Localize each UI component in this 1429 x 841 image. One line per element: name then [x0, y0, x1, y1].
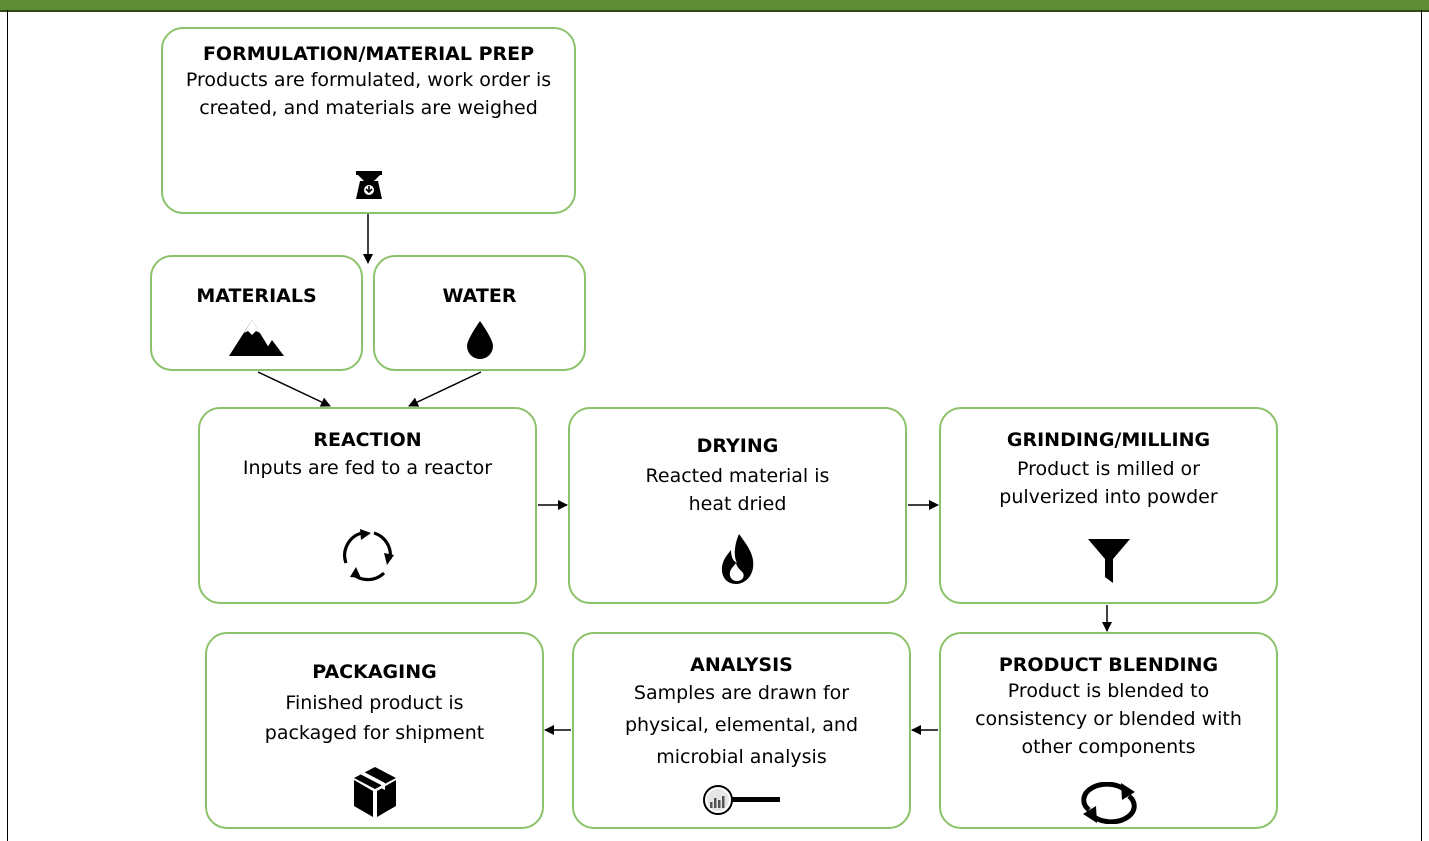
step-formulation: FORMULATION/MATERIAL PREP Products are f…: [161, 27, 576, 214]
step-grinding: GRINDING/MILLING Product is milled or pu…: [939, 407, 1278, 604]
step-description: Samples are drawn for physical, elementa…: [624, 682, 859, 768]
step-reaction: REACTION Inputs are fed to a reactor: [198, 407, 537, 604]
arrow-water-to-reaction: [408, 371, 482, 407]
fire-icon: [719, 533, 757, 585]
step-blending: PRODUCT BLENDING Product is blended to c…: [939, 632, 1278, 829]
mountain-icon: [228, 317, 286, 357]
water-drop-icon: [465, 319, 495, 359]
funnel-icon: [1087, 537, 1131, 585]
step-drying: DRYING Reacted material is heat dried: [568, 407, 907, 604]
box-icon: [352, 766, 398, 818]
step-analysis: ANALYSIS Samples are drawn for physical,…: [572, 632, 911, 829]
input-materials: MATERIALS: [150, 255, 363, 371]
cycle-arrows-icon: [338, 525, 398, 585]
step-title: ANALYSIS: [690, 654, 793, 676]
step-description: Finished product is packaged for shipmen…: [264, 692, 485, 744]
step-description: Inputs are fed to a reactor: [242, 457, 493, 479]
step-description: Reacted material is heat dried: [645, 465, 830, 515]
step-title: PRODUCT BLENDING: [998, 654, 1219, 676]
step-packaging: PACKAGING Finished product is packaged f…: [205, 632, 544, 829]
step-title: GRINDING/MILLING: [1006, 429, 1211, 451]
step-title: PACKAGING: [312, 661, 437, 683]
input-water: WATER: [373, 255, 586, 371]
arrow-materials-to-reaction: [257, 371, 331, 407]
step-title: REACTION: [313, 429, 422, 451]
scale-icon: [352, 169, 386, 201]
frame-left-border: [7, 10, 8, 841]
magnifier-chart-icon: [700, 784, 784, 818]
input-title: WATER: [442, 285, 517, 307]
refresh-icon: [1077, 782, 1141, 824]
step-description: Product is milled or pulverized into pow…: [999, 458, 1218, 508]
header-bar: [0, 0, 1429, 12]
step-description: Product is blended to consistency or ble…: [975, 680, 1242, 758]
frame-right-border: [1421, 10, 1422, 841]
input-title: MATERIALS: [196, 285, 317, 307]
step-description: Products are formulated, work order is c…: [185, 69, 552, 119]
step-title: DRYING: [696, 435, 779, 457]
step-title: FORMULATION/MATERIAL PREP: [202, 43, 535, 65]
